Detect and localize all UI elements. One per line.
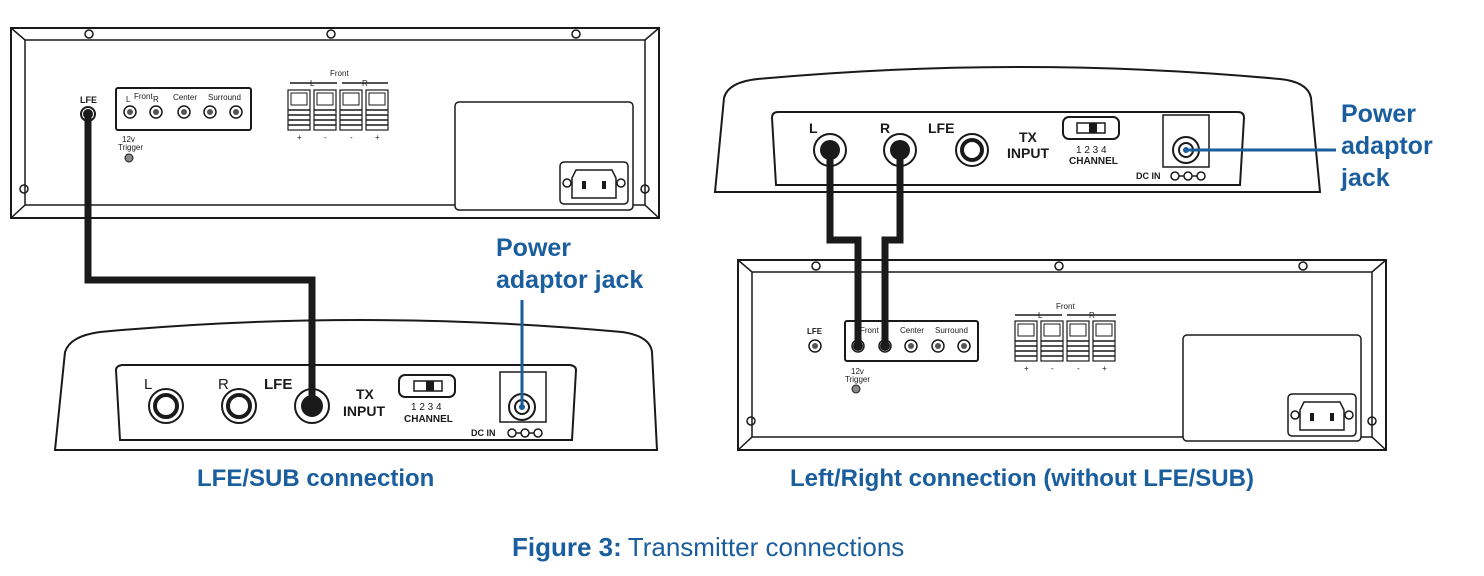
tx-left-l-label: L: [144, 376, 152, 393]
screw-icon: [19, 29, 650, 194]
svg-text:INPUT: INPUT: [1007, 145, 1049, 161]
svg-text:+: +: [1102, 364, 1107, 373]
svg-text:-: -: [1051, 364, 1054, 373]
svg-text:+: +: [1024, 364, 1029, 373]
svg-text:+: +: [375, 133, 380, 142]
speaker-terminal-icon: [287, 89, 389, 131]
transmitter-unit-right: L R LFE TX INPUT 1 2 3 4 CHANNEL DC IN: [713, 66, 1322, 193]
receiver-right-lfe-label: LFE: [807, 327, 823, 336]
svg-text:Trigger: Trigger: [118, 143, 143, 152]
svg-text:DC IN: DC IN: [1136, 171, 1161, 181]
callout-left-line2: adaptor jack: [496, 266, 643, 294]
tx-left-lfe-label: LFE: [264, 376, 292, 393]
tx-right-r-label: R: [880, 120, 890, 136]
caption-left: LFE/SUB connection: [197, 465, 434, 492]
svg-text:Surround: Surround: [935, 326, 968, 335]
callout-left-line1: Power: [496, 234, 571, 262]
figure-title: Transmitter connections: [628, 532, 904, 562]
svg-text:INPUT: INPUT: [343, 403, 385, 419]
polarity-symbol-icon: [1170, 171, 1206, 181]
svg-text:Front: Front: [1056, 302, 1075, 311]
svg-text:DC IN: DC IN: [471, 428, 496, 438]
caption-right: Left/Right connection (without LFE/SUB): [790, 465, 1254, 492]
trigger-jack-icon: [124, 153, 134, 163]
svg-text:CHANNEL: CHANNEL: [404, 414, 453, 425]
polarity-symbol-icon: [507, 428, 543, 438]
receiver-unit-right: LFE Front Center Surround 12v Trigger Fr…: [737, 259, 1387, 451]
channel-switch-icon[interactable]: [398, 374, 456, 398]
tx-left-r-label: R: [218, 376, 229, 393]
svg-text:TX: TX: [1019, 129, 1038, 145]
transmitter-unit-left: L R LFE TX INPUT 1 2 3 4 CHANNEL DC IN: [53, 319, 659, 451]
svg-text:L: L: [126, 95, 131, 104]
svg-text:Front: Front: [330, 69, 349, 78]
svg-text:Front: Front: [860, 326, 879, 335]
trigger-jack-icon: [851, 384, 861, 394]
svg-text:R: R: [153, 95, 159, 104]
channel-switch-icon[interactable]: [1062, 116, 1120, 140]
left-cable: [826, 150, 862, 346]
svg-text:-: -: [1077, 364, 1080, 373]
callout-right-line3: jack: [1340, 164, 1390, 192]
figure-caption: Figure 3:Transmitter connections: [512, 532, 904, 562]
svg-text:-: -: [324, 133, 327, 142]
receiver-front-label: Front: [134, 92, 153, 101]
svg-text:12v: 12v: [122, 135, 135, 144]
right-cable: [881, 150, 904, 346]
svg-text:Center: Center: [900, 326, 924, 335]
tx-right-l-label: L: [809, 120, 818, 136]
rca-jack-icon: [123, 105, 243, 119]
speaker-terminal-icon: [1014, 320, 1116, 362]
callout-right-line1: Power: [1341, 100, 1416, 128]
svg-text:CHANNEL: CHANNEL: [1069, 156, 1118, 167]
ac-inlet-icon: [1287, 393, 1357, 437]
ac-inlet-icon: [559, 161, 629, 205]
svg-text:1 2 3 4: 1 2 3 4: [1076, 145, 1107, 156]
receiver-unit-left: LFE L Front R Center Surround 12v Trigge…: [10, 27, 660, 219]
screw-icon: [746, 261, 1377, 426]
figure-number: Figure 3:: [512, 532, 622, 562]
tx-right-lfe-label: LFE: [928, 120, 954, 136]
svg-text:-: -: [350, 133, 353, 142]
lfe-cable: [84, 114, 316, 406]
svg-text:12v: 12v: [851, 367, 864, 376]
receiver-surround-label: Surround: [208, 93, 241, 102]
receiver-lfe-label: LFE: [80, 95, 97, 105]
dc-in-jack-icon: [1162, 114, 1210, 168]
svg-text:+: +: [297, 133, 302, 142]
svg-text:1 2 3 4: 1 2 3 4: [411, 402, 442, 413]
svg-text:TX: TX: [356, 386, 375, 402]
svg-text:Trigger: Trigger: [845, 375, 870, 384]
receiver-center-label: Center: [173, 93, 197, 102]
rca-jack-icon: [148, 388, 330, 424]
callout-right-line2: adaptor: [1341, 132, 1433, 160]
